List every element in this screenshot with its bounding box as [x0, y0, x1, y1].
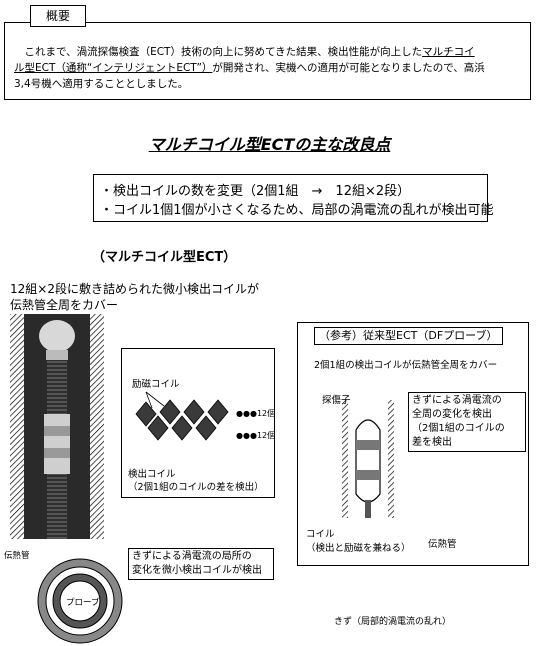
multi-probe-illustration [10, 314, 104, 539]
legacy-coil-note: （検出と励磁を兼ねる） [306, 543, 411, 554]
detect-coil-label: 検出コイル [128, 469, 176, 480]
probe-label: プローブ [66, 598, 100, 608]
summary-line1: これまで、渦流探傷検査（ECT）技術の向上に努めてきた結果、検出性能が向上した [24, 46, 423, 58]
main-title: マルチコイル型ECTの主な改良点 [148, 135, 391, 154]
multi-callout: きずによる渦電流の局所の 変化を微小検出コイルが検出 [128, 548, 274, 580]
legacy-probe-label: 探傷子 [322, 395, 351, 406]
coil-count-1: ●●●12個 [236, 409, 276, 418]
coil-grid-diagram [135, 391, 229, 441]
coil-count-2: ●●●12個 [236, 431, 276, 440]
legacy-tube-label: 伝熱管 [428, 539, 457, 550]
multi-desc-line2: 伝熱管全周をカバー [10, 298, 119, 312]
summary-line2: が開発され、実機への適用が可能となりましたので、高浜 [212, 62, 485, 74]
heat-tube-label: 伝熱管 [4, 551, 30, 561]
detect-coil-note: （2個1組のコイルの差を検出） [128, 482, 264, 493]
legacy-callout-line1: きずによる渦電流の [412, 395, 502, 406]
improvement-2: ・コイル1個1個が小さくなるため、局部の渦電流の乱れが検出可能 [100, 203, 494, 218]
improvement-1: ・検出コイルの数を変更（2個1組 → 12組×2段） [100, 184, 411, 199]
legacy-callout-line4: 差を検出 [412, 437, 452, 448]
multi-callout-line2: 変化を微小検出コイルが検出 [132, 565, 262, 576]
legacy-probe-illustration [342, 400, 394, 518]
flaw-label: きず（局部的渦電流の乱れ） [334, 617, 452, 627]
summary-tag: 概要 [30, 5, 86, 27]
tube-cross-section [37, 558, 123, 644]
legacy-callout-line2: 全周の変化を検出 [412, 409, 492, 420]
summary-line3: 3,4号機へ適用することとしました。 [14, 78, 189, 90]
improvements-box [93, 174, 488, 222]
legacy-callout-line3: （2個1組のコイルの [412, 423, 505, 434]
summary-line1-underline: マルチコイ [422, 46, 475, 58]
legacy-coil-label: コイル [306, 529, 335, 540]
legacy-desc: 2個1組の検出コイルが伝熱管全周をカバー [314, 360, 498, 371]
legacy-callout: きずによる渦電流の 全周の変化を検出 （2個1組のコイルの 差を検出 [408, 392, 526, 452]
legacy-box [297, 322, 529, 566]
multi-callout-line1: きずによる渦電流の局所の [132, 551, 252, 562]
coil-detail-box [121, 348, 275, 498]
multi-desc-line1: 12組×2段に敷き詰められた微小検出コイルが [10, 282, 259, 296]
excitation-coil-label: 励磁コイル [132, 379, 180, 390]
summary-line2-underline: ル型ECT（通称“インテリジェントECT”） [14, 62, 213, 74]
multi-title: （マルチコイル型ECT） [92, 250, 237, 265]
summary-text: これまで、渦流探傷検査（ECT）技術の向上に努めてきた結果、検出性能が向上したマ… [14, 44, 526, 92]
legacy-title: （参考）従来型ECT（DFプローブ） [314, 327, 503, 345]
summary-box [4, 22, 531, 100]
